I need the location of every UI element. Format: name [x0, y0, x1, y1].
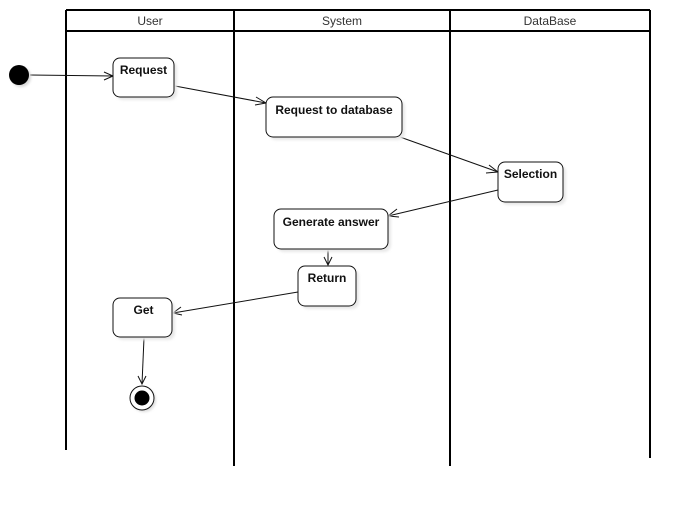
flow-return-to-get: [172, 291, 299, 314]
flow-selection-to-generate: [387, 189, 499, 217]
flow-get-to-end: [141, 337, 145, 385]
swimlane-frame: [65, 9, 651, 466]
action-request-db-label: Request to database: [275, 103, 393, 117]
action-return: Return: [297, 265, 359, 309]
lane-title-user: User: [137, 14, 162, 28]
action-request-label: Request: [120, 63, 167, 77]
action-generate-box: [273, 208, 389, 250]
lane-title-system: System: [322, 14, 362, 28]
arrowhead-return: [323, 256, 333, 267]
action-return-label: Return: [308, 271, 347, 285]
action-request: Request: [112, 57, 177, 100]
action-request-to-database: Request to database: [265, 96, 405, 140]
action-generate-label: Generate answer: [283, 215, 380, 229]
action-get-label: Get: [133, 303, 153, 317]
action-generate-answer: Generate answer: [273, 208, 391, 252]
flow-request-to-request-db: [174, 85, 267, 104]
action-return-box: [297, 265, 357, 307]
final-node: [129, 385, 156, 412]
action-request-box: [112, 57, 175, 98]
action-selection: Selection: [497, 161, 566, 205]
flow-request-db-to-selection: [399, 136, 499, 173]
lane-title-database: DataBase: [524, 14, 577, 28]
initial-node: [9, 65, 29, 85]
action-request-db-box: [265, 96, 403, 138]
action-selection-box: [497, 161, 564, 203]
control-flows: [29, 71, 500, 386]
arrowhead-end: [137, 375, 147, 386]
final-node-core: [134, 390, 150, 406]
action-get-box: [112, 297, 173, 338]
action-get: Get: [112, 297, 175, 340]
arrowhead-selection: [485, 164, 500, 174]
action-selection-label: Selection: [504, 167, 557, 181]
flow-start-to-request: [29, 74, 114, 77]
